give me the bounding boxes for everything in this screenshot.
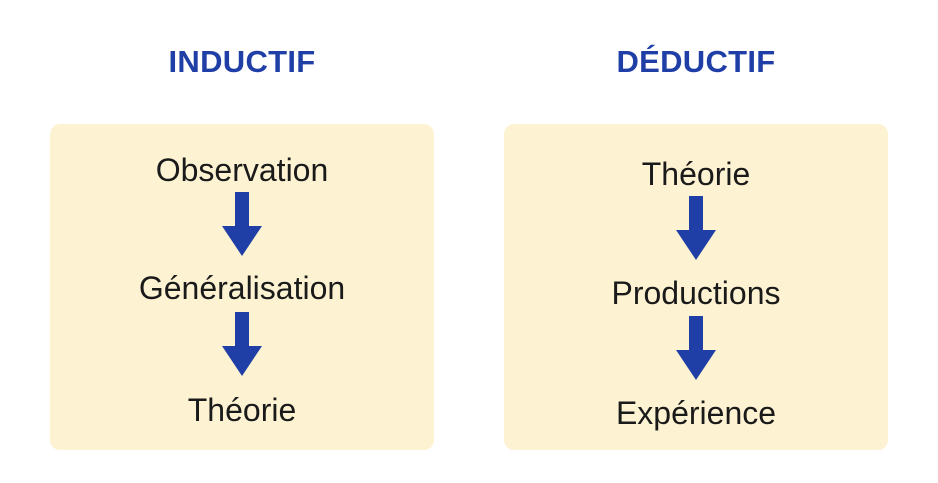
arrow-down-icon: [222, 192, 262, 256]
deductive-step-3: Expérience: [615, 395, 777, 431]
deductive-title: DÉDUCTIF: [616, 44, 776, 79]
arrow-down-icon: [676, 316, 716, 380]
inductive-step-3: Théorie: [187, 392, 297, 428]
arrow-down-icon: [222, 312, 262, 376]
inductive-step-1: Observation: [155, 152, 329, 188]
arrow-down-icon: [676, 196, 716, 260]
inductive-title: INDUCTIF: [168, 44, 316, 79]
inductive-box: [50, 124, 434, 450]
inductive-step-2: Généralisation: [138, 270, 346, 306]
deductive-step-1: Théorie: [641, 156, 751, 192]
deductive-box: [504, 124, 888, 450]
deductive-step-2: Productions: [611, 275, 781, 311]
